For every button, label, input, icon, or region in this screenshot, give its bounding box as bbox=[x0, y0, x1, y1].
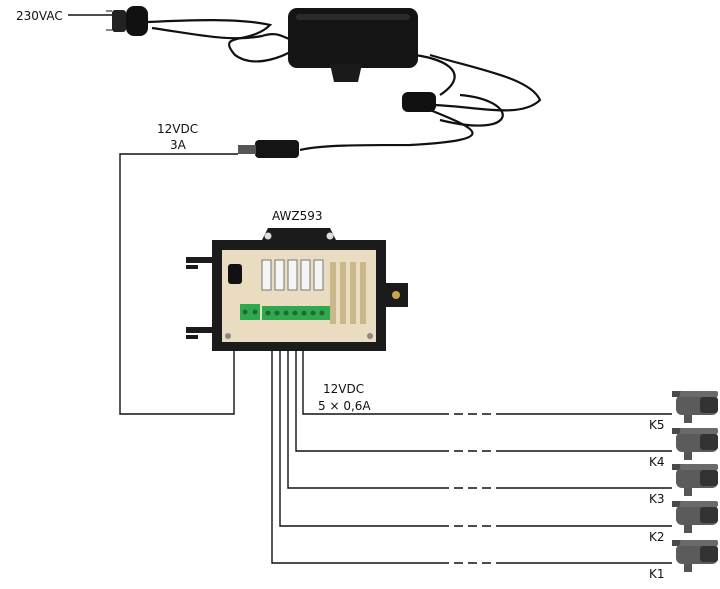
cctv-camera-icon bbox=[672, 428, 718, 460]
cctv-camera-icon bbox=[672, 391, 718, 423]
label-awz593: AWZ593 bbox=[272, 209, 323, 223]
output-channel-k2: K2 bbox=[279, 350, 718, 544]
adapter-cables bbox=[147, 19, 542, 152]
cctv-camera-icon bbox=[672, 464, 718, 496]
power-adapter-icon bbox=[288, 8, 436, 112]
label-12vdc-out: 12VDC bbox=[323, 382, 364, 396]
label-3a: 3A bbox=[170, 138, 187, 152]
fuse-module-icon bbox=[186, 228, 408, 351]
label-5x06a: 5 × 0,6A bbox=[318, 399, 371, 413]
input-wire bbox=[119, 153, 238, 415]
channel-label-k5: K5 bbox=[649, 418, 665, 432]
output-wire-solid bbox=[271, 350, 440, 564]
label-12vdc-in: 12VDC bbox=[157, 122, 198, 136]
channel-label-k4: K4 bbox=[649, 455, 665, 469]
cctv-camera-icon bbox=[672, 540, 718, 572]
output-channel-k5: K5 bbox=[302, 350, 718, 432]
channel-label-k1: K1 bbox=[649, 567, 665, 581]
channel-label-k2: K2 bbox=[649, 530, 665, 544]
output-channel-k4: K4 bbox=[295, 350, 718, 469]
mains-plug-icon bbox=[68, 6, 148, 36]
label-230vac: 230VAC bbox=[16, 9, 63, 23]
output-wire-solid bbox=[302, 350, 440, 415]
output-channel-k3: K3 bbox=[287, 350, 718, 506]
output-wire-solid bbox=[279, 350, 440, 527]
output-channel-k1: K1 bbox=[271, 350, 718, 581]
channel-label-k3: K3 bbox=[649, 492, 665, 506]
output-wire-solid bbox=[295, 350, 440, 452]
cctv-camera-icon bbox=[672, 501, 718, 533]
output-wire-solid bbox=[287, 350, 440, 489]
dc-jack-icon bbox=[238, 140, 299, 158]
